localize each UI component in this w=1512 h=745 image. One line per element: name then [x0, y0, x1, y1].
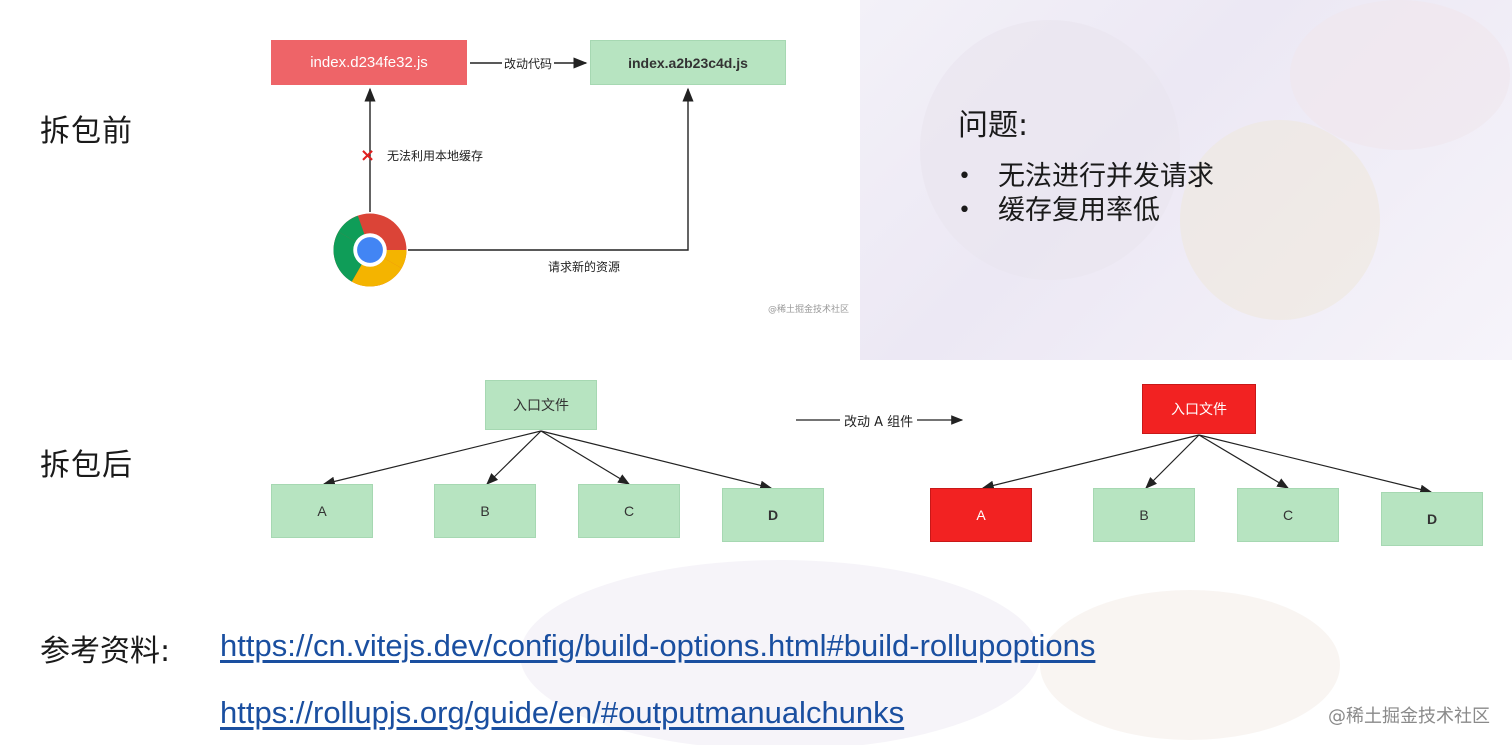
references-label: 参考资料: [40, 634, 171, 669]
changed-module-a-box: A [930, 488, 1032, 542]
problems-list: • 无法进行并发请求 • 缓存复用率低 [958, 160, 1214, 228]
after-heading: 拆包后 [40, 448, 133, 483]
cached-module-d-box: D [1381, 492, 1483, 546]
entry-file-box: 入口文件 [485, 380, 597, 430]
module-a-box: A [271, 484, 373, 538]
request-arrow [408, 87, 694, 251]
site-watermark: @稀土掘金技术社区 [1328, 706, 1490, 727]
module-b-box: B [434, 484, 536, 538]
problem-text: 缓存复用率低 [998, 195, 1160, 226]
problems-title: 问题: [958, 108, 1029, 143]
cached-module-c-box: C [1237, 488, 1339, 542]
new-bundle-box: index.a2b23c4d.js [590, 40, 786, 85]
cross-icon: × [360, 145, 376, 166]
problem-text: 无法进行并发请求 [998, 161, 1214, 192]
module-d-box: D [722, 488, 824, 542]
bullet-icon: • [958, 198, 971, 223]
module-c-box: C [578, 484, 680, 538]
problem-item: • 缓存复用率低 [958, 194, 1214, 228]
change-component-label: 改动 A 组件 [840, 411, 918, 430]
vite-docs-link[interactable]: https://cn.vitejs.dev/config/build-optio… [220, 628, 1096, 663]
change-code-label: 改动代码 [502, 55, 555, 72]
bullet-icon: • [958, 164, 971, 189]
problem-item: • 无法进行并发请求 [958, 160, 1214, 194]
old-bundle-box: index.d234fe32.js [271, 40, 467, 85]
chrome-icon [333, 213, 407, 287]
diagram-watermark: @稀土掘金技术社区 [768, 305, 850, 315]
cache-label: 无法利用本地缓存 [387, 149, 484, 163]
changed-entry-file-box: 入口文件 [1142, 384, 1256, 434]
request-label: 请求新的资源 [548, 260, 621, 274]
before-heading: 拆包前 [40, 114, 133, 149]
rollup-docs-link[interactable]: https://rollupjs.org/guide/en/#outputman… [220, 695, 905, 730]
cached-module-b-box: B [1093, 488, 1195, 542]
